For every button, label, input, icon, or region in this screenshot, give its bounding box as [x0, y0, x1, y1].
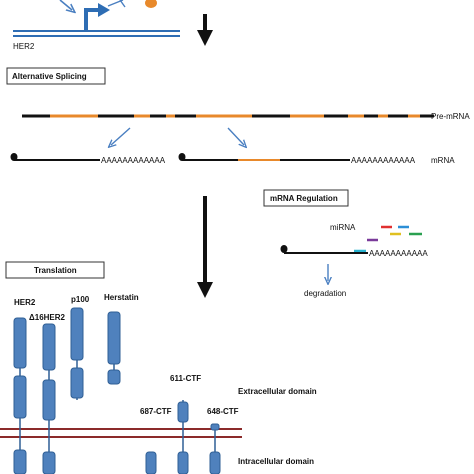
protein-domain: [13, 317, 27, 369]
protein-domain: [42, 451, 56, 474]
pre-mrna-label: Pre-mRNA: [431, 112, 470, 121]
mirna-molecules: [354, 225, 422, 253]
translation-title: Translation: [34, 266, 77, 275]
protein-domain: [70, 367, 84, 399]
regulated-mrna: AAAAAAAAAAA: [280, 245, 428, 258]
protein-d16her2: [42, 323, 56, 474]
protein-domain: [13, 449, 27, 474]
isoform-label-her2: HER2: [14, 298, 36, 307]
protein-domain: [42, 323, 56, 371]
protein-her2: [13, 317, 27, 474]
alternative-splicing-box: [6, 67, 106, 85]
protein-domain: [107, 369, 121, 385]
mirna-label: miRNA: [330, 223, 356, 232]
protein-p100: [70, 307, 84, 400]
poly-a-tail: AAAAAAAAAAA: [369, 249, 428, 258]
pre-mrna: Pre-mRNA: [22, 112, 470, 121]
isoform-label-687-ctf: 687-CTF: [140, 407, 172, 416]
protein-domain: [177, 451, 189, 474]
poly-a-tail: AAAAAAAAAAAA: [351, 156, 416, 165]
protein-domain: [107, 311, 121, 365]
transcription-factor-icon: [145, 0, 157, 8]
intracellular-domain-label: Intracellular domain: [238, 457, 314, 466]
her2-gene: HER2: [13, 0, 180, 51]
protein-domain: [210, 423, 220, 431]
alternative-splicing-title: Alternative Splicing: [12, 72, 87, 81]
inhibition-bar-icon: [119, 0, 126, 8]
promoter-arrow-icon: [84, 8, 100, 30]
protein-domain: [70, 307, 84, 361]
mrna-isoform-left: AAAAAAAAAAAA: [10, 153, 166, 165]
poly-a-tail: AAAAAAAAAAAA: [101, 156, 166, 165]
cell-membrane: [0, 428, 242, 438]
mrna-isoform-right: AAAAAAAAAAAA mRNA: [178, 153, 455, 165]
isoform-label-herstatin: Herstatin: [104, 293, 139, 302]
protein-domain: [145, 451, 157, 474]
protein-domain: [13, 375, 27, 419]
mrna-regulation-title: mRNA Regulation: [270, 194, 338, 203]
splice-arrow-right: [227, 127, 244, 145]
isoform-label-611-ctf: 611-CTF: [170, 374, 201, 383]
isoform-label-648-ctf: 648-CTF: [207, 407, 239, 416]
splice-arrow-left: [111, 127, 131, 145]
isoform-label-p100: p100: [71, 295, 90, 304]
protein-domain: [177, 401, 189, 423]
gene-label: HER2: [13, 42, 35, 51]
protein-domain: [42, 379, 56, 421]
isoform-label-d16her2: Δ16HER2: [29, 313, 66, 322]
translation-box: [5, 261, 105, 279]
protein-648-ctf: [209, 423, 221, 474]
mrna-label: mRNA: [431, 156, 455, 165]
extracellular-domain-label: Extracellular domain: [238, 387, 317, 396]
mrna-regulation-box: [263, 189, 349, 207]
promoter-arrowhead-icon: [98, 3, 110, 17]
protein-domain: [209, 451, 221, 474]
cap-icon: [280, 245, 288, 253]
protein-herstatin: [107, 311, 121, 385]
activation-arrow-icon: [59, 0, 72, 10]
degradation-label: degradation: [304, 289, 346, 298]
protein-611-ctf: [177, 400, 189, 474]
protein-687-ctf: [145, 451, 157, 474]
